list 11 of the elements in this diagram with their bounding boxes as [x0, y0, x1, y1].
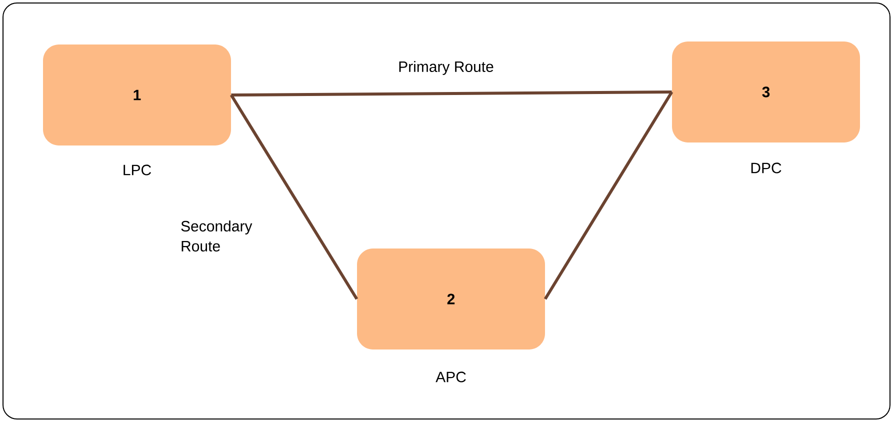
- route-line: [230, 94, 358, 300]
- process-box: 2: [357, 248, 545, 350]
- edge-label: Primary Route: [399, 61, 494, 75]
- process-box: 1: [43, 44, 231, 146]
- edge-label: Secondary Route: [181, 220, 252, 252]
- node-caption: APC: [436, 372, 466, 382]
- node-caption: DPC: [751, 162, 782, 174]
- process-box: 3: [672, 42, 860, 142]
- route-line: [231, 90, 672, 96]
- node-caption: LPC: [124, 164, 152, 176]
- route-line: [544, 91, 674, 300]
